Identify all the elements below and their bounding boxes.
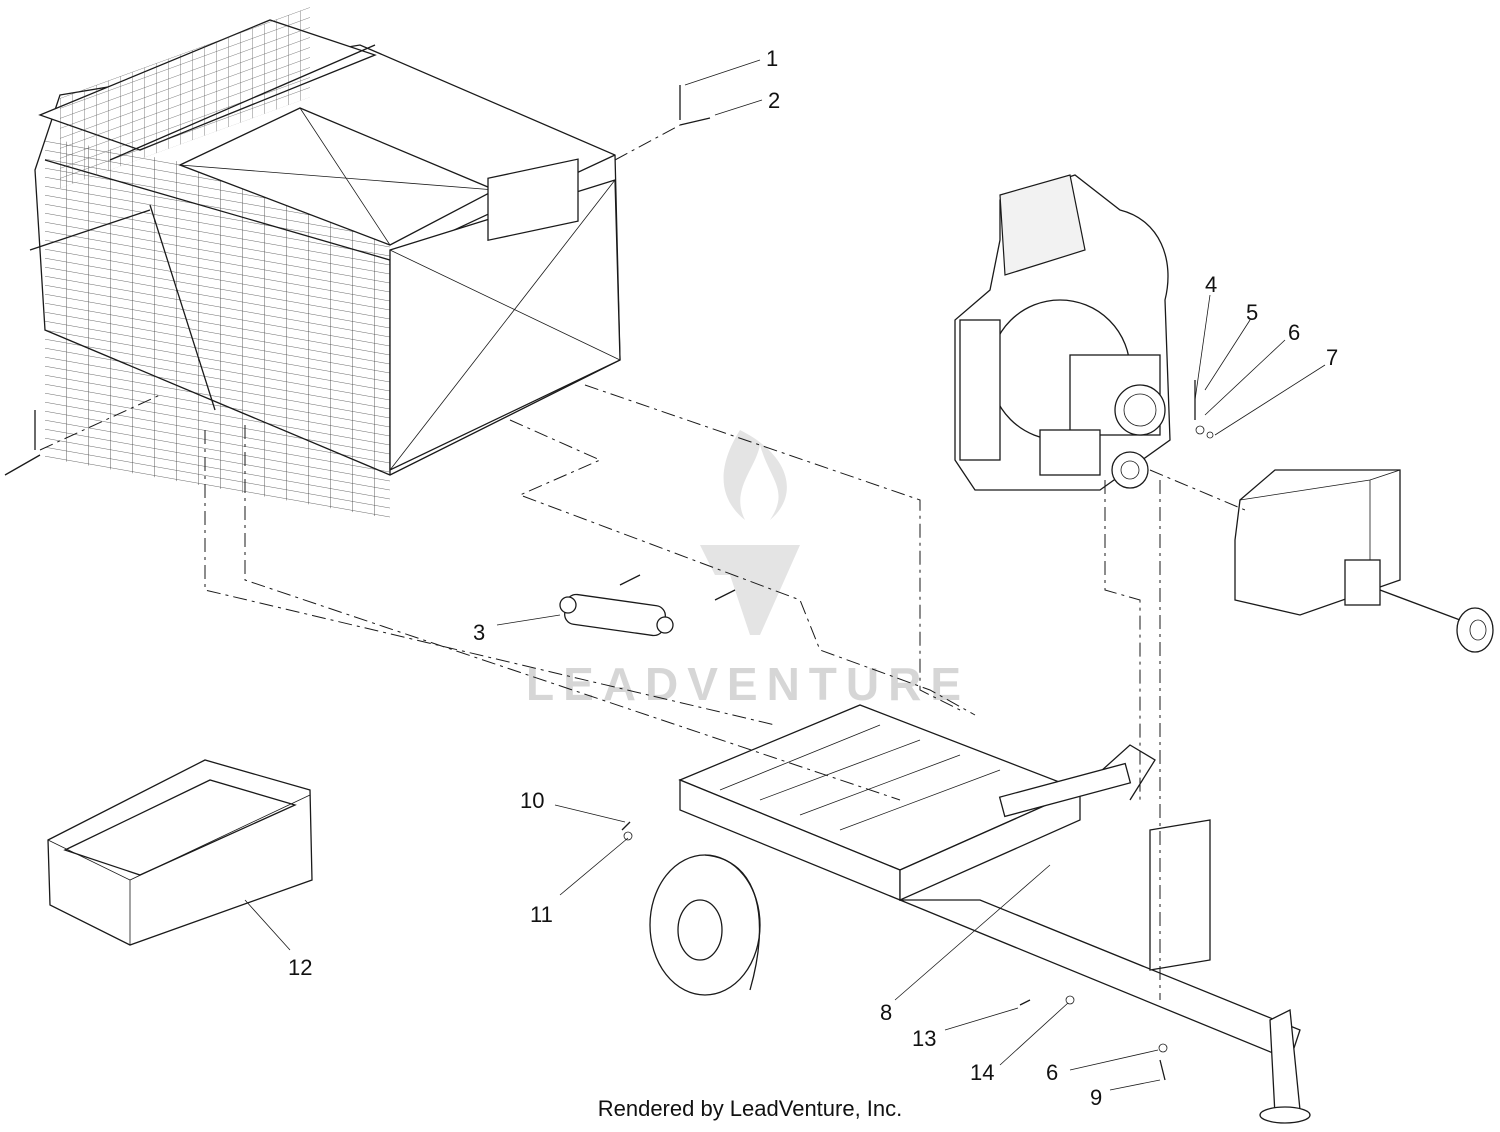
rendered-by-footer: Rendered by LeadVenture, Inc. (597, 1096, 903, 1121)
callout-6-bottom: 6 (1046, 1060, 1058, 1085)
watermark-text: LEADVENTURE (526, 658, 970, 710)
callout-8: 8 (880, 1000, 892, 1025)
blower-assembly (954, 174, 1171, 491)
trailer-wheel (649, 854, 761, 996)
leadventure-watermark: LEADVENTURE (526, 430, 970, 710)
storage-tray (47, 759, 313, 946)
callout-12: 12 (288, 955, 312, 980)
callout-14: 14 (970, 1060, 994, 1085)
callout-5: 5 (1246, 300, 1258, 325)
leader-lines (244, 59, 1326, 1091)
callout-3: 3 (473, 620, 485, 645)
trailer-chassis (678, 704, 1311, 1124)
callout-7: 7 (1326, 345, 1338, 370)
callout-2: 2 (768, 88, 780, 113)
callout-6-top: 6 (1288, 320, 1300, 345)
callout-labels: 1 2 3 4 5 6 7 8 9 10 11 12 13 14 6 (288, 46, 1338, 1110)
small-hardware (4, 85, 1214, 1081)
belt-guard (1234, 469, 1494, 653)
callout-4: 4 (1205, 272, 1217, 297)
callout-9: 9 (1090, 1085, 1102, 1110)
hopper-cage (29, 7, 621, 519)
callout-1: 1 (766, 46, 778, 71)
callout-10: 10 (520, 788, 544, 813)
hydraulic-cylinder (559, 574, 736, 637)
assembly-lines (39, 124, 1246, 1000)
callout-13: 13 (912, 1026, 936, 1051)
callout-11: 11 (530, 902, 553, 927)
